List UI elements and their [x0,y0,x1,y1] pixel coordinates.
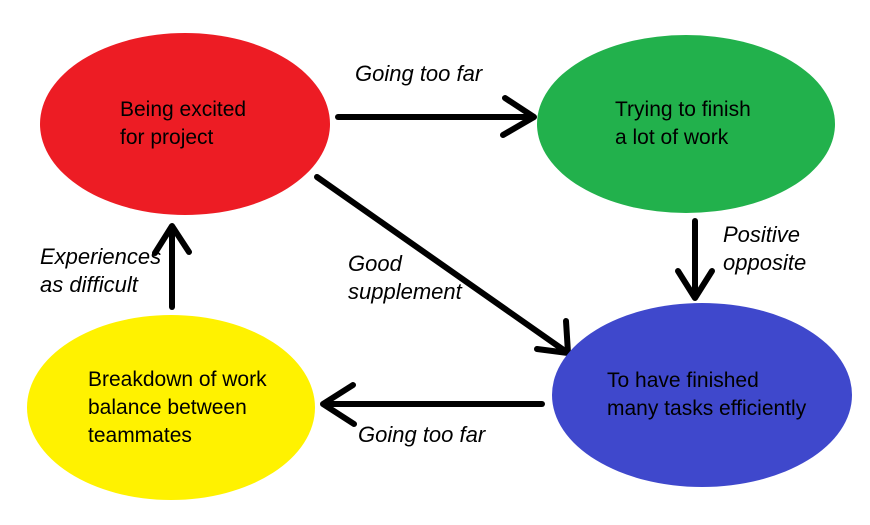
node-finished-tasks: To have finished many tasks efficiently [552,303,852,487]
node-finished-tasks-label: To have finished many tasks efficiently [607,369,807,420]
edge-label-going-too-far-bottom: Going too far [358,422,486,447]
arrow-breakdown-to-excited [152,223,192,310]
node-work-breakdown-label: Breakdown of work balance between teamma… [88,367,267,447]
edge-label-positive-opposite: Positive opposite [723,222,807,275]
node-being-excited: Being excited for project [40,33,330,215]
edge-label-going-too-far-top: Going too far [355,61,483,86]
arrow-finished-to-breakdown [320,382,545,427]
node-trying-to-finish: Trying to finish a lot of work [537,35,835,213]
arrow-trying-to-finished [675,218,715,301]
node-trying-to-finish-label: Trying to finish a lot of work [615,98,751,149]
node-being-excited-label: Being excited for project [120,98,247,149]
node-work-breakdown: Breakdown of work balance between teamma… [27,315,315,500]
edge-label-experiences-as-difficult: Experiences as difficult [40,244,162,297]
arrow-excited-to-trying [335,95,537,138]
edge-label-good-supplement: Good supplement [348,251,462,304]
